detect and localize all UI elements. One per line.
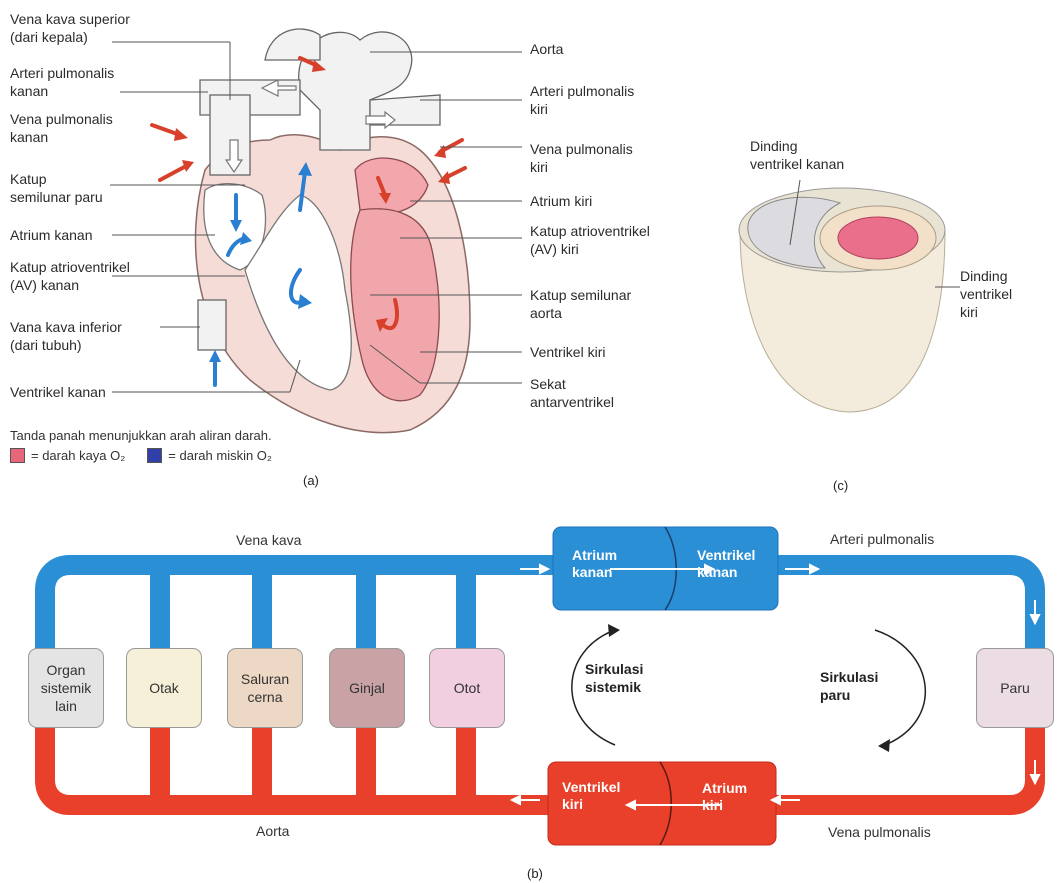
ventricle-cross-section: [739, 180, 960, 412]
panel-label-a: (a): [303, 473, 319, 488]
legend: = darah kaya O₂ = darah miskin O₂: [10, 448, 272, 463]
label-left-ventricle: Ventrikel kiri: [530, 343, 605, 361]
label-inferior-vena-cava: Vana kava inferior (dari tubuh): [10, 318, 122, 354]
organ-box-digestive: Saluran cerna: [227, 648, 303, 728]
panel-label-b: (b): [527, 866, 543, 881]
organ-box-muscle: Otot: [429, 648, 505, 728]
legend-swatch-rich: [10, 448, 25, 463]
label-right-ventricle-wall: Dinding ventrikel kanan: [750, 137, 844, 173]
label-ventrikel-kiri: Ventrikel kiri: [562, 779, 620, 813]
organ-box-other-systemic: Organ sistemik lain: [28, 648, 104, 728]
label-superior-vena-cava: Vena kava superior (dari kepala): [10, 10, 130, 46]
label-aorta: Aorta: [530, 40, 563, 58]
organ-box-kidney: Ginjal: [329, 648, 405, 728]
label-right-ventricle: Ventrikel kanan: [10, 383, 106, 401]
label-right-av-valve: Katup atrioventrikel (AV) kanan: [10, 258, 130, 294]
aorta-top: [265, 29, 320, 60]
legend-poor-label: = darah miskin O₂: [168, 448, 272, 463]
label-pulmonary-circulation: Sirkulasi paru: [820, 668, 878, 704]
label-atrium-kanan: Atrium kanan: [572, 547, 617, 581]
label-pulmonary-semilunar-valve: Katup semilunar paru: [10, 170, 103, 206]
label-vena-kava: Vena kava: [236, 532, 301, 548]
organ-box-brain: Otak: [126, 648, 202, 728]
label-left-av-valve: Katup atrioventrikel (AV) kiri: [530, 222, 650, 258]
label-left-ventricle-wall: Dinding ventrikel kiri: [960, 267, 1012, 321]
label-right-atrium: Atrium kanan: [10, 226, 92, 244]
label-interventricular-septum: Sekat antarventrikel: [530, 375, 614, 411]
pulmonary-circle-arrow: [875, 630, 925, 745]
label-right-pulmonary-artery: Arteri pulmonalis kanan: [10, 64, 114, 100]
organ-box-lung: Paru: [976, 648, 1054, 728]
label-atrium-kiri: Atrium kiri: [702, 780, 747, 814]
label-left-pulmonary-vein: Vena pulmonalis kiri: [530, 140, 633, 176]
arrow-note: Tanda panah menunjukkan arah aliran dara…: [10, 428, 272, 443]
label-left-pulmonary-artery: Arteri pulmonalis kiri: [530, 82, 634, 118]
label-ventrikel-kanan: Ventrikel kanan: [697, 547, 755, 581]
inferior-vena-cava: [198, 300, 226, 350]
label-systemic-circulation: Sirkulasi sistemik: [585, 660, 643, 696]
panel-label-c: (c): [833, 478, 848, 493]
label-arteri-pulmonalis: Arteri pulmonalis: [830, 531, 934, 547]
label-right-pulmonary-vein: Vena pulmonalis kanan: [10, 110, 113, 146]
label-aortic-semilunar-valve: Katup semilunar aorta: [530, 286, 631, 322]
legend-swatch-poor: [147, 448, 162, 463]
label-vena-pulmonalis: Vena pulmonalis: [828, 824, 931, 840]
label-left-atrium: Atrium kiri: [530, 192, 592, 210]
legend-rich-label: = darah kaya O₂: [31, 448, 125, 463]
label-aorta-flow: Aorta: [256, 823, 289, 839]
